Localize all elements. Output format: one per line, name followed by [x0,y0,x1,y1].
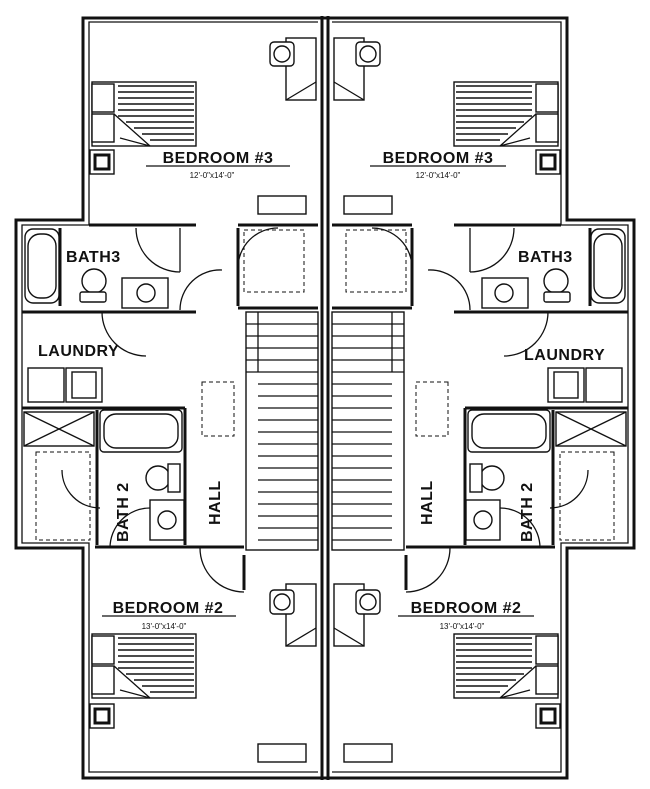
bedroom2-right-label: BEDROOM #2 [411,600,522,617]
right-desk-bottom [333,583,381,647]
right-bed-bottom [453,633,561,729]
bedroom2-left-dims: 13'-0"x14'-0" [142,622,187,631]
right-linen-closet [555,411,627,541]
left-window-bottom [257,743,307,763]
left-desk-bottom [269,583,317,647]
left-bath2-fixtures [99,409,185,541]
right-unit-doors [371,227,589,593]
left-laundry-fixtures [27,367,103,403]
right-attic-hatch [415,381,449,437]
right-bath3-fixtures [481,228,626,309]
left-linen-closet [23,411,95,541]
left-unit [14,16,326,780]
left-unit-doors [61,227,279,593]
right-unit [324,16,636,780]
bedroom3-left-label: BEDROOM #3 [163,150,274,167]
left-desk-top [269,37,317,101]
left-bed-bottom-blanket [118,637,194,693]
left-unit-walls [14,16,326,780]
bedroom3-right-label: BEDROOM #3 [383,150,494,167]
right-desk-top [333,37,381,101]
right-bath2-fixtures [465,409,551,541]
bath3-right-label: BATH3 [518,249,573,266]
bedroom3-right-dims: 12'-0"x14'-0" [416,171,461,180]
right-bed-bottom-blanket [456,637,532,693]
bath3-left-label: BATH3 [66,249,121,266]
left-bath3-fixtures [24,228,169,309]
bath2-right-label: BATH 2 [519,482,536,542]
left-stair [245,311,319,551]
laundry-left-label: LAUNDRY [38,343,119,360]
left-bed-top [89,81,197,175]
party-wall [320,16,330,780]
hall-left-label: HALL [207,480,224,525]
right-window-bottom [343,743,393,763]
bedroom3-left-dims: 12'-0"x14'-0" [190,171,235,180]
laundry-right-label: LAUNDRY [524,347,605,364]
right-stair [331,311,405,551]
right-bed-top-blanket [456,85,532,141]
left-bed-bottom [89,633,197,729]
right-laundry-fixtures [547,367,623,403]
bedroom2-right-dims: 13'-0"x14'-0" [440,622,485,631]
left-attic-hatch [201,381,235,437]
left-bed-top-blanket [118,85,194,141]
right-closet-top [343,195,407,293]
bath2-left-label: BATH 2 [115,482,132,542]
right-bed-top [453,81,561,175]
right-unit-walls [324,16,636,780]
hall-right-label: HALL [419,480,436,525]
left-closet-top [243,195,307,293]
bedroom2-left-label: BEDROOM #2 [113,600,224,617]
